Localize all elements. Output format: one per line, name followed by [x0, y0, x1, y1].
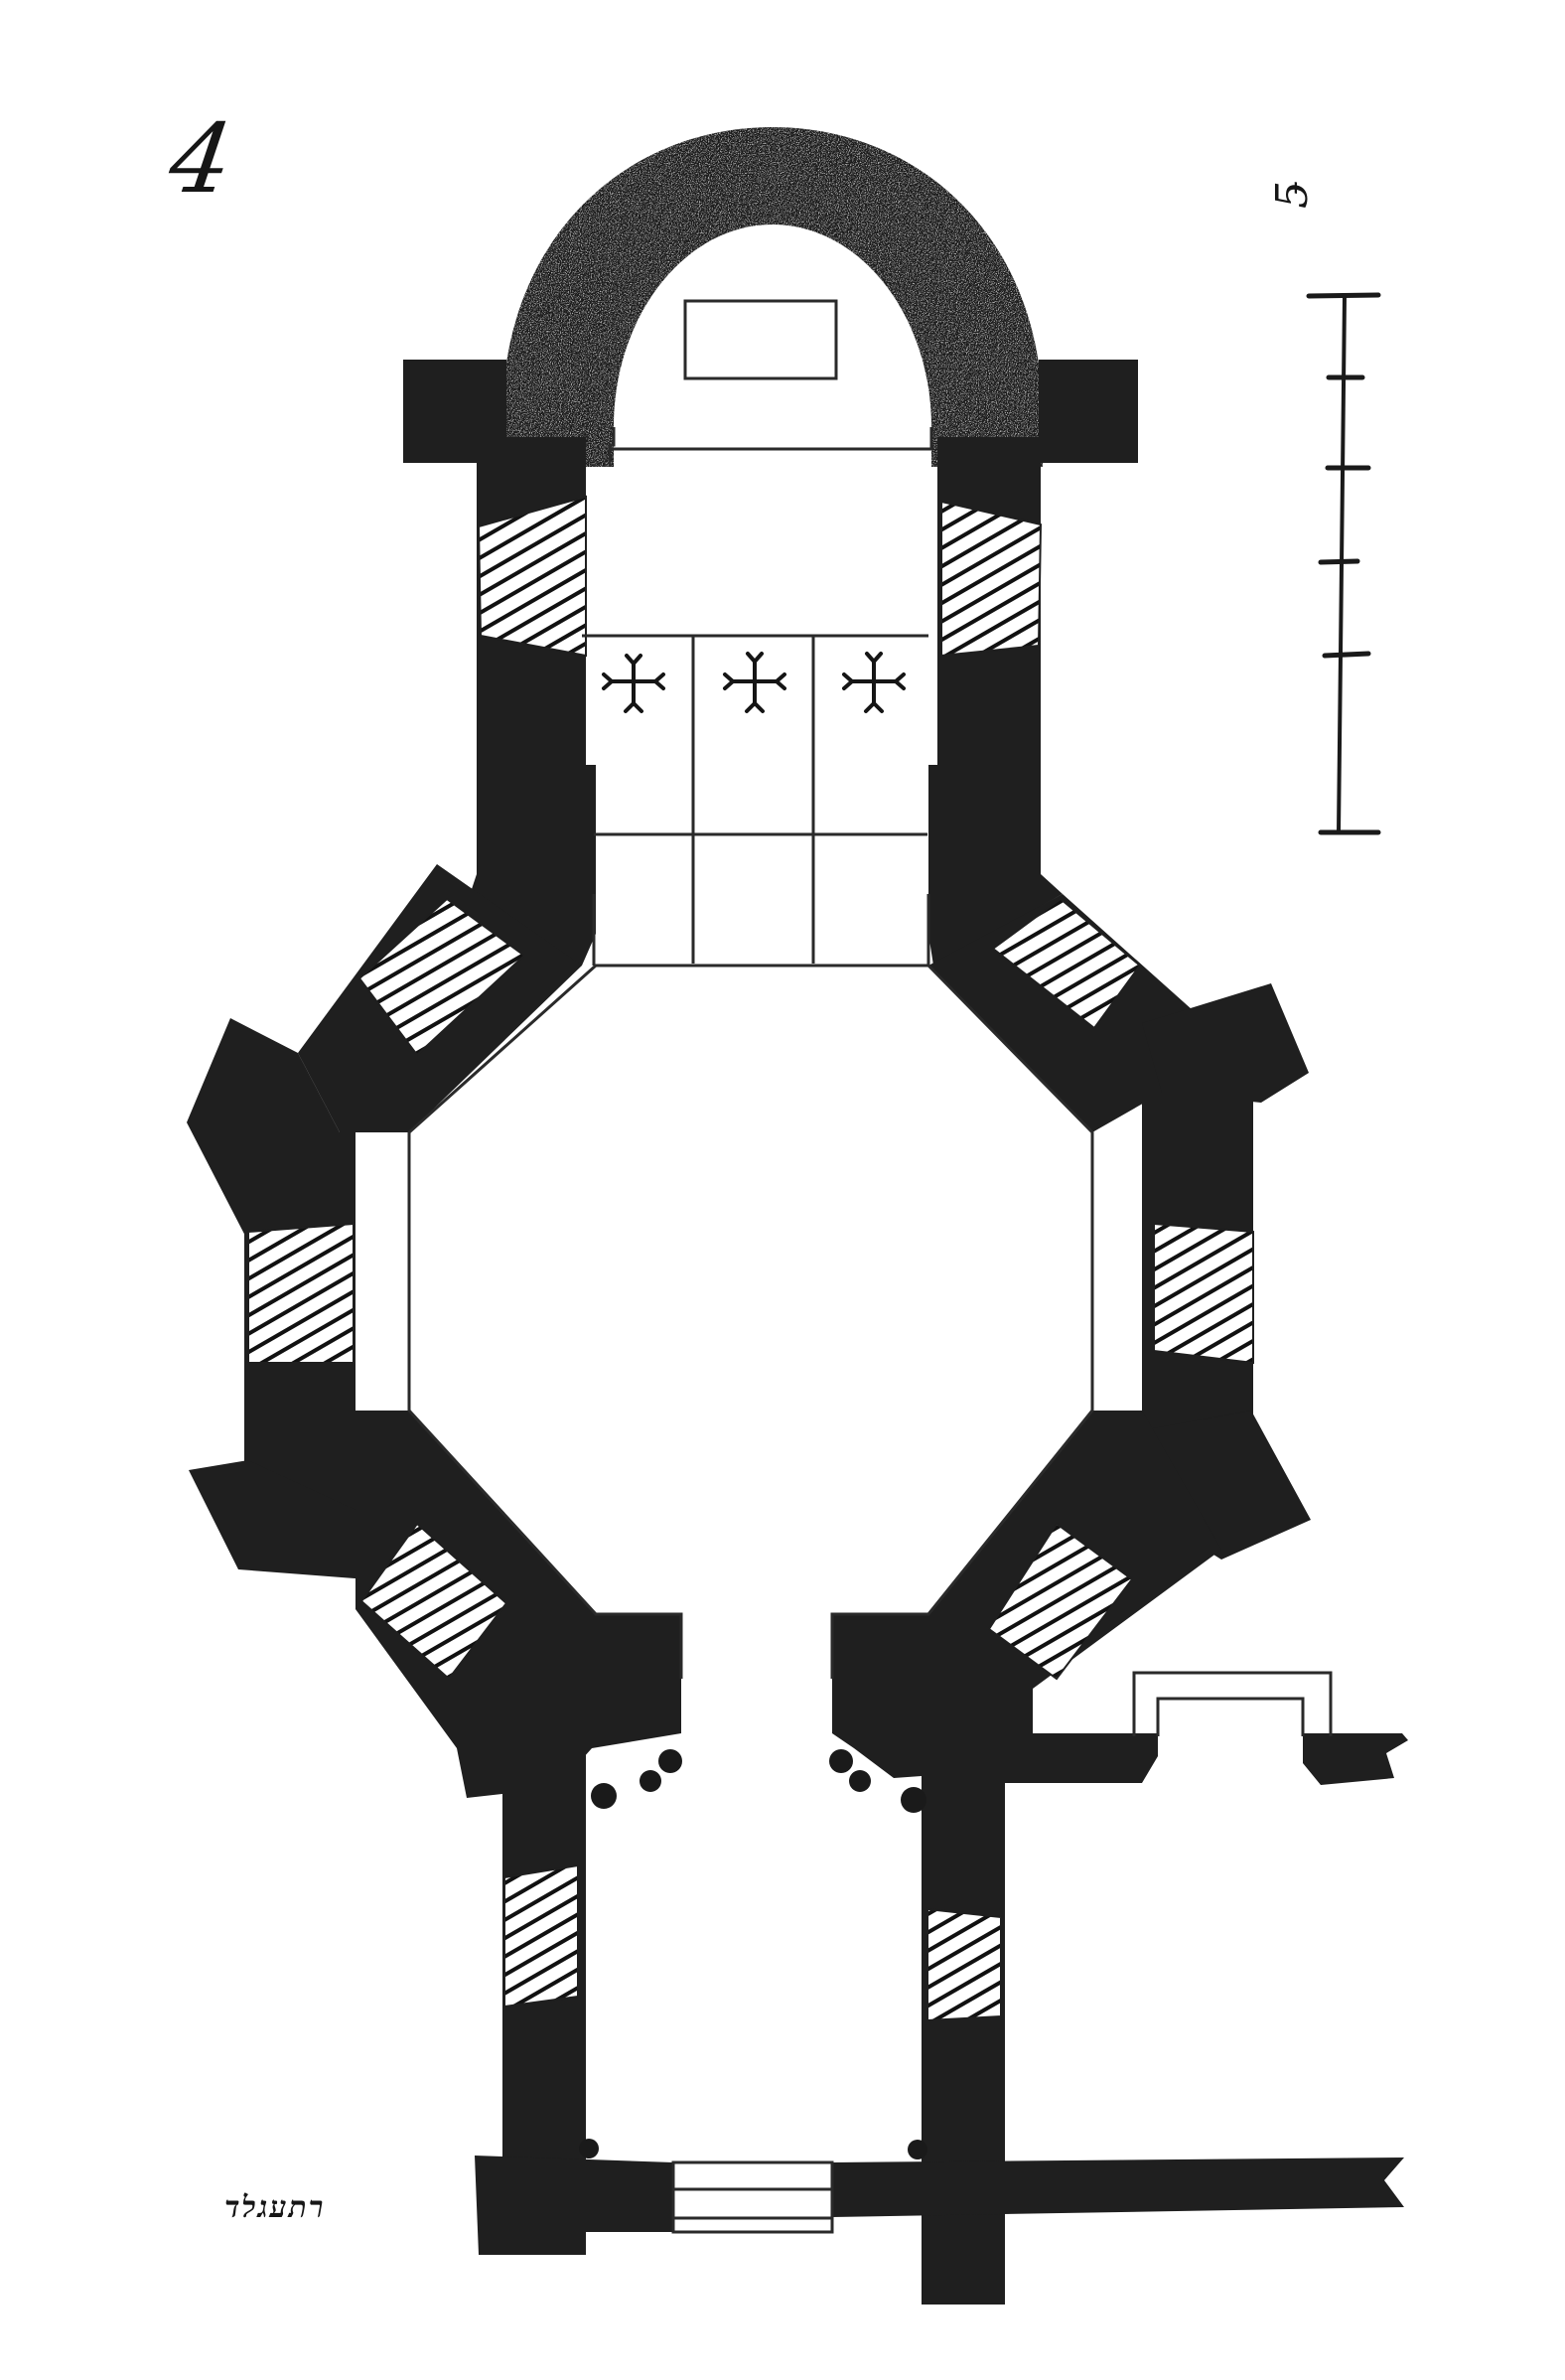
- masonry-walls: [187, 127, 1408, 2305]
- column-base: [640, 1770, 661, 1792]
- window-lower-right-diagonal: [987, 1522, 1134, 1681]
- column-bases: [579, 1749, 927, 2159]
- apse-step: [608, 427, 933, 467]
- cross-tiles: [602, 652, 906, 713]
- wall-lower-left-diagonal: [356, 1411, 681, 1798]
- column-base: [579, 2139, 599, 2158]
- window-lower-left-diagonal: [359, 1522, 508, 1681]
- column-base: [849, 1770, 871, 1792]
- altar-table: [683, 299, 838, 380]
- window-upper-right-diagonal: [991, 897, 1142, 1030]
- interior-lines: [407, 299, 1333, 2234]
- scale-bar-axis: [1337, 294, 1347, 834]
- scale-bar-tick: [1322, 651, 1371, 659]
- column-base: [658, 1749, 682, 1773]
- window-apse-right: [940, 500, 1043, 658]
- cross-icon: [602, 654, 665, 713]
- scale-label: 5̵: [1267, 181, 1318, 209]
- annex-inner-frame: [1156, 1697, 1305, 1736]
- cross-icon: [842, 652, 906, 713]
- window-narthex-right: [926, 1907, 1002, 2022]
- window-openings: [247, 495, 1254, 2022]
- buttress-upper-left: [187, 1018, 340, 1242]
- narthex-wall-right: [922, 1768, 1005, 2305]
- window-apse-left: [477, 495, 587, 658]
- caption-label: רתעגלד: [224, 2190, 326, 2225]
- window-left-side: [247, 1222, 355, 1364]
- column-base: [591, 1783, 617, 1809]
- entrance-threshold: [671, 2160, 834, 2234]
- column-base: [908, 2140, 927, 2159]
- window-upper-left-diagonal: [357, 897, 526, 1057]
- front-wall-left: [475, 2156, 673, 2255]
- apse-buttress-right: [1039, 360, 1138, 463]
- window-narthex-left: [503, 1863, 579, 2008]
- column-base: [829, 1749, 853, 1773]
- buttress-lower-left: [189, 1460, 367, 1579]
- apse-wall: [502, 127, 1043, 467]
- annex-wall-left: [1003, 1733, 1158, 1783]
- scale-bar: [1306, 292, 1381, 835]
- cross-icon: [723, 652, 786, 713]
- column-base: [901, 1787, 926, 1813]
- window-right-side: [1153, 1222, 1254, 1365]
- buttress-upper-right: [1142, 983, 1309, 1103]
- annex-wall-right: [1303, 1733, 1408, 1785]
- wall-upper-right-diagonal: [928, 894, 1202, 1132]
- annex-outer-frame: [1132, 1671, 1333, 1736]
- scale-bar-top-cap: [1306, 292, 1381, 299]
- front-wall-right: [832, 2157, 1404, 2217]
- scale-bar-tick: [1318, 558, 1360, 565]
